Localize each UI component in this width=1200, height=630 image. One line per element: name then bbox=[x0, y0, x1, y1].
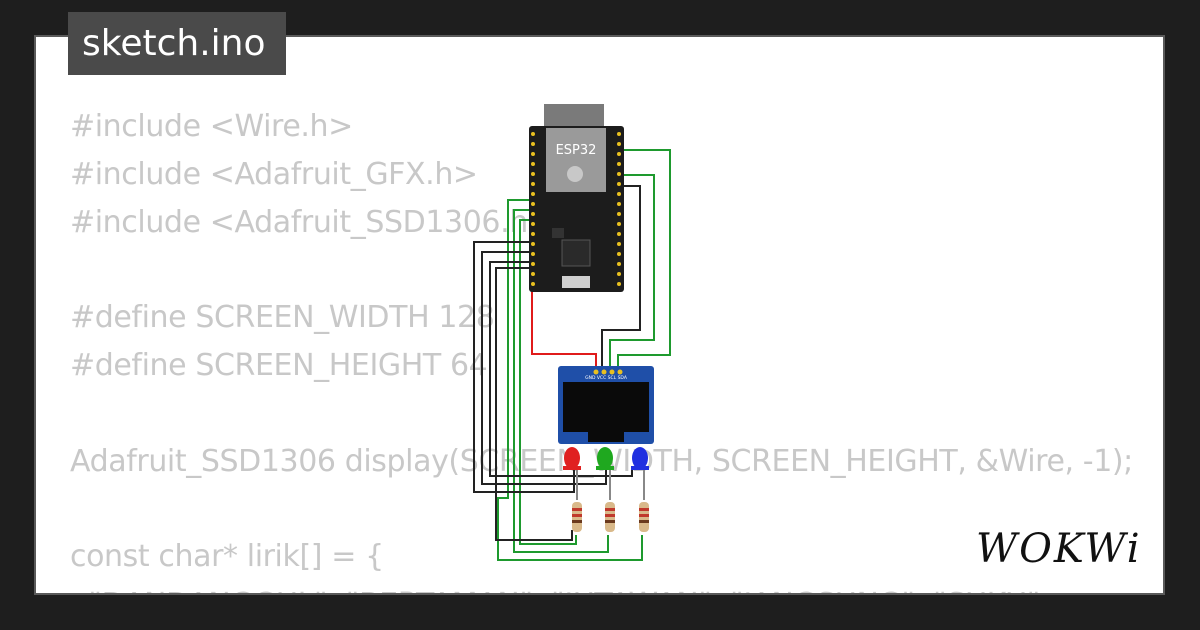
wokwi-logo: WOKWi bbox=[976, 526, 1142, 572]
green-led[interactable] bbox=[596, 447, 614, 470]
code-line: #include <Adafruit_SSD1306.h> bbox=[70, 204, 553, 240]
code-line: #include <Adafruit_GFX.h> bbox=[70, 156, 478, 192]
wire-green-4 bbox=[513, 209, 609, 553]
resistor[interactable] bbox=[605, 502, 615, 532]
wire-green-5 bbox=[519, 219, 577, 545]
wire-black-2 bbox=[481, 251, 607, 485]
code-line: #include <Wire.h> bbox=[70, 109, 353, 144]
wire-red bbox=[531, 286, 597, 372]
code-preview: #include <Wire.h> #include <Adafruit_GFX.… bbox=[70, 103, 1133, 593]
red-led[interactable] bbox=[563, 447, 581, 470]
wires bbox=[473, 149, 671, 561]
oled-display[interactable]: GND VCC SCL SDA bbox=[558, 366, 654, 444]
wire-green-1 bbox=[612, 149, 671, 372]
wire-black-r bbox=[601, 185, 641, 372]
esp32-board[interactable]: ESP32 bbox=[529, 104, 624, 292]
resistor[interactable] bbox=[572, 502, 582, 532]
wire-green-2 bbox=[609, 174, 655, 372]
code-line: #define SCREEN_WIDTH 128 bbox=[70, 300, 495, 336]
wire-black-4 bbox=[495, 267, 573, 541]
code-line: const char* lirik[] = { bbox=[70, 539, 384, 575]
wire-black-3 bbox=[489, 261, 633, 477]
code-line: #define SCREEN_HEIGHT 64 bbox=[70, 347, 488, 383]
resistor[interactable] bbox=[639, 502, 649, 532]
esp32-label: ESP32 bbox=[556, 143, 597, 158]
oled-pin-labels: GND VCC SCL SDA bbox=[585, 375, 628, 381]
blue-led[interactable] bbox=[631, 447, 649, 470]
wire-green-3 bbox=[497, 199, 643, 561]
code-line: "DANDANGGUL", "BERTAMAN", "JUTAWAN", "JA… bbox=[70, 581, 1133, 593]
file-tab[interactable]: sketch.ino bbox=[68, 12, 286, 75]
